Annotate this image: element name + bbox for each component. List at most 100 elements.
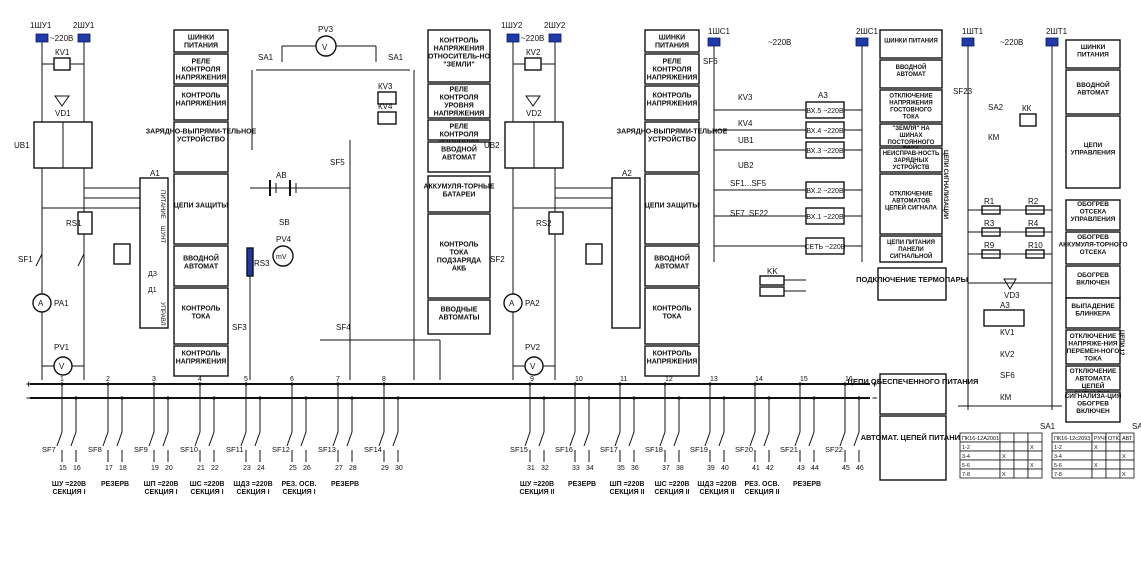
kv2-label: КV2 (526, 48, 541, 57)
feeder-breaker-label: SF18 (645, 445, 663, 454)
kv4-label: КV4 (738, 119, 753, 128)
feeder-terminal: 15 (59, 465, 67, 472)
svg-text:A: A (38, 299, 44, 308)
feeder-terminal: 32 (541, 465, 549, 472)
feeder-terminal: 20 (165, 465, 173, 472)
switch-table-cell (1027, 432, 1043, 443)
sf23-label: SF23 (953, 87, 973, 96)
svg-text:−: − (26, 393, 31, 403)
sf5-label: SF5 (330, 158, 345, 167)
feeder-terminal: 37 (662, 465, 670, 472)
switch-table-title: SA1 (1040, 422, 1056, 431)
feeder-breaker-label: SF16 (555, 445, 573, 454)
feeder-terminal: 30 (395, 465, 403, 472)
label-box (173, 53, 229, 85)
switch-table-value: 7-8 (1054, 472, 1062, 478)
label-box (427, 83, 491, 119)
label-box (1065, 365, 1121, 391)
label-box (1065, 231, 1121, 265)
sf-group-label: SF1...SF5 (730, 179, 767, 188)
label-box (879, 235, 943, 263)
kv1-label: КV1 (1000, 328, 1015, 337)
switch-table-value: РУЧН (1094, 436, 1109, 442)
label-box (173, 121, 229, 173)
label-box (644, 121, 700, 173)
feeder-terminal: 35 (617, 465, 625, 472)
signal-vertical-label: ЦЕПИ СИГНАЛИЗАЦИИ (942, 150, 948, 219)
a1-pin-label: УПРАВЛ (159, 302, 165, 326)
vd1-label: VD1 (55, 109, 71, 118)
switch-table-cell (999, 441, 1015, 452)
ub1-label: UB1 (738, 136, 754, 145)
ub2-label: UB2 (484, 141, 500, 150)
label-box (879, 89, 943, 123)
label-box (644, 173, 700, 245)
label-box (1065, 297, 1121, 329)
feeder-breaker-label: SF21 (780, 445, 798, 454)
kv3-label: КV3 (378, 82, 393, 91)
ab-label: AB (276, 171, 287, 180)
svg-text:V: V (59, 362, 65, 371)
feeder-terminal: 19 (151, 465, 159, 472)
feeder-label: РЕЗ. ОСВ.СЕКЦИЯ II (744, 481, 779, 496)
feeder-breaker-label: SF14 (364, 445, 382, 454)
bus-label-1: 1ШТ1 (962, 27, 984, 36)
resistor-label: R10 (1028, 241, 1043, 250)
label-box (879, 173, 943, 235)
switch-table-value: Х (1030, 463, 1034, 469)
feeder-terminal: 21 (197, 465, 205, 472)
bus-number: 6 (290, 376, 294, 383)
switch-table-cell (1013, 432, 1029, 443)
switch-table-cell (1013, 459, 1029, 470)
label-box (173, 287, 229, 345)
switch-table-value: Х (1002, 454, 1006, 460)
switch-table-cell (1013, 468, 1029, 479)
bus-label-2: 2ШУ1 (73, 21, 95, 30)
pv1-label: PV1 (54, 343, 70, 352)
feeder-terminal: 26 (303, 465, 311, 472)
km-label: КМ (1000, 393, 1012, 402)
bus-label-voltage: ~220В (50, 34, 73, 43)
bus-number: 2 (106, 376, 110, 383)
rs3-label: RS3 (254, 259, 270, 268)
feeder-breaker-label: SF10 (180, 445, 198, 454)
switch-table-cell (1013, 441, 1029, 452)
feeder-breaker-label: SF11 (226, 445, 243, 454)
a3-label: A3 (1000, 301, 1010, 310)
rs1-label: RS1 (66, 219, 82, 228)
feeder-breaker-label: SF12 (272, 445, 290, 454)
switch-tables: SA1ПК16-12А20011-2Х3-4Х5-6Х7-8ХSA2ПК16-1… (959, 422, 1141, 479)
sf1-label: SF1 (18, 255, 33, 264)
vd3-label: VD3 (1004, 291, 1020, 300)
feeder-terminal: 22 (211, 465, 219, 472)
svg-text:A: A (509, 299, 515, 308)
feeder-label: РЕЗ. ОСВ.СЕКЦИЯ I (281, 481, 316, 496)
bus-number: 10 (575, 376, 583, 383)
dc-bus-bars: + − + − (26, 379, 877, 403)
feeder-breaker-label: SF17 (600, 445, 618, 454)
bus-number: 11 (620, 376, 627, 383)
switch-table-title: SA2 (1132, 422, 1141, 431)
